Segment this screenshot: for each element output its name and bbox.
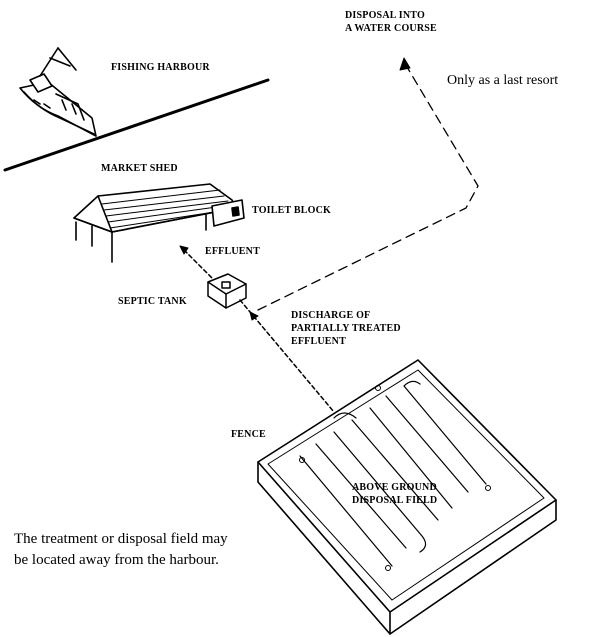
discharge-pipe	[239, 299, 335, 413]
footnote-line-2: be located away from the harbour.	[14, 552, 219, 568]
effluent-pipe	[183, 249, 213, 279]
market-shed	[73, 183, 237, 263]
water-course-arrow-icon	[399, 57, 411, 71]
disposal-field	[257, 359, 557, 635]
effluent-arrow-icon	[179, 245, 189, 255]
label-discharge-of: DISCHARGE OF	[291, 310, 371, 321]
label-fence: FENCE	[231, 429, 266, 440]
label-above-ground: ABOVE GROUND	[352, 482, 437, 493]
label-septic-tank: SEPTIC TANK	[118, 296, 187, 307]
label-last-resort: Only as a last resort	[447, 73, 559, 88]
label-disposal-into: DISPOSAL INTO	[345, 10, 425, 21]
label-toilet-block: TOILET BLOCK	[252, 205, 332, 216]
label-partially-treated: PARTIALLY TREATED	[291, 323, 401, 334]
discharge-arrow-icon	[249, 311, 259, 321]
label-effluent: EFFLUENT	[205, 246, 260, 257]
septic-tank-icon	[207, 273, 247, 309]
label-disposal-field: DISPOSAL FIELD	[352, 495, 438, 506]
label-fishing-harbour: FISHING HARBOUR	[111, 62, 210, 73]
toilet-block	[211, 199, 245, 227]
label-discharge-effluent: EFFLUENT	[291, 336, 346, 347]
harbour-shoreline	[3, 78, 270, 172]
footnote-line-1: The treatment or disposal field may	[14, 531, 228, 547]
water-course-route	[257, 61, 479, 311]
label-water-course: A WATER COURSE	[345, 23, 437, 34]
fishing-boat-icon	[19, 47, 97, 137]
label-market-shed: MARKET SHED	[101, 163, 178, 174]
